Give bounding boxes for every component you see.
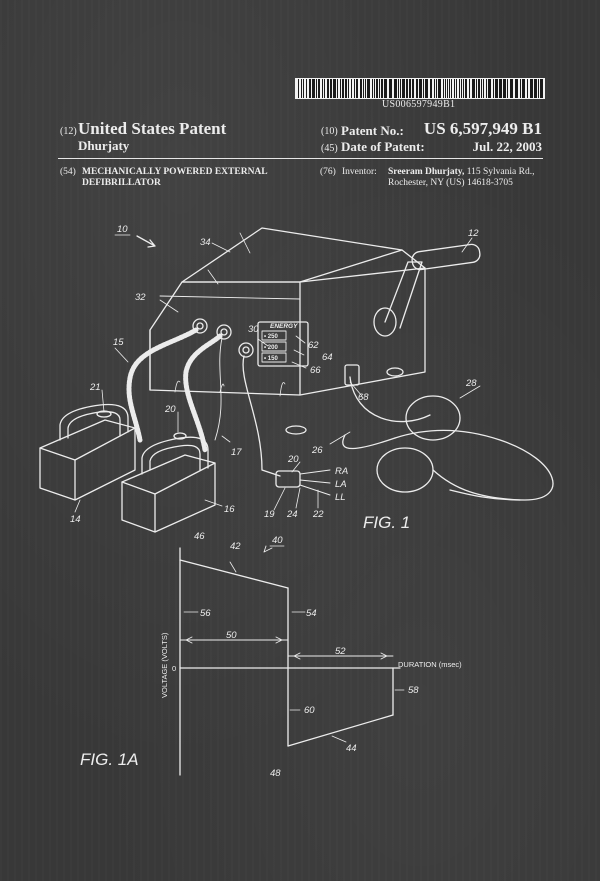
ref-24: 24 <box>286 509 298 520</box>
ref-60: 60 <box>304 705 315 716</box>
ref-32: 32 <box>135 292 146 303</box>
title-line-1: MECHANICALLY POWERED EXTERNAL <box>82 167 268 177</box>
energy-panel <box>257 321 309 367</box>
ref-54: 54 <box>306 608 317 619</box>
headset <box>342 376 554 501</box>
lead-ra: RA <box>335 466 348 477</box>
paddle-right <box>121 432 216 533</box>
ref-52: 52 <box>335 646 346 657</box>
ecg-lead-cable <box>242 355 281 477</box>
inventor-code: (76) <box>320 167 336 177</box>
inventor-surname: Dhurjaty <box>78 138 130 153</box>
ref-42: 42 <box>230 541 241 552</box>
inventor-address-2: Rochester, NY (US) 14618-3705 <box>388 178 513 188</box>
title-code: (54) <box>60 167 76 177</box>
inventor-info: Sreeram Dhurjaty, 115 Sylvania Rd., Roch… <box>388 167 534 189</box>
ref-12: 12 <box>468 228 479 239</box>
ref-48: 48 <box>270 768 281 779</box>
invention-title: MECHANICALLY POWERED EXTERNAL DEFIBRILLA… <box>82 167 268 189</box>
date-code: (45) <box>321 143 338 154</box>
barcode <box>295 78 545 99</box>
energy-level-200: • 200 <box>264 345 278 351</box>
patent-number: US 6,597,949 B1 <box>423 119 542 138</box>
ref-20b: 20 <box>287 454 299 465</box>
lead-ll: LL <box>335 492 346 503</box>
ref-21: 21 <box>89 382 101 393</box>
x-axis-label: DURATION (msec) <box>398 660 462 669</box>
ref-28: 28 <box>465 378 477 389</box>
date-label: Date of Patent: <box>341 139 425 154</box>
energy-level-150: • 150 <box>264 356 278 362</box>
ref-58: 58 <box>408 685 419 696</box>
ref-22: 22 <box>312 509 324 520</box>
inventor-name: Sreeram Dhurjaty, <box>388 167 465 177</box>
energy-level-250: • 250 <box>264 334 278 340</box>
doc-type: United States Patent <box>78 119 227 138</box>
ref-15: 15 <box>113 337 124 348</box>
ref-26: 26 <box>311 445 323 456</box>
ref-50: 50 <box>226 630 237 641</box>
power-switch <box>344 364 360 386</box>
ref-40: 40 <box>272 535 283 546</box>
ref-34: 34 <box>200 237 211 248</box>
ref-10: 10 <box>117 224 128 235</box>
y-axis-label: VOLTAGE (VOLTS) <box>160 632 169 698</box>
ref-17: 17 <box>231 447 242 458</box>
ref-62: 62 <box>308 340 319 351</box>
patent-date: Jul. 22, 2003 <box>472 139 542 154</box>
ref-64: 64 <box>322 352 333 363</box>
ref-14: 14 <box>70 514 81 525</box>
doc-code: (12) <box>60 126 77 137</box>
ref-20a: 20 <box>164 404 176 415</box>
paddle-left <box>39 403 136 501</box>
axis-zero: 0 <box>172 664 176 673</box>
ecg-lead-splitter <box>275 470 301 488</box>
fig1-caption: FIG. 1 <box>363 513 410 532</box>
waveform-chart <box>179 545 405 776</box>
defibrillator-device <box>149 227 481 435</box>
ref-68: 68 <box>358 392 369 403</box>
ref-19: 19 <box>264 509 275 520</box>
header-rule <box>58 158 543 159</box>
hand-crank <box>373 243 481 337</box>
inventor-address-1: 115 Sylvania Rd., <box>466 167 535 177</box>
ref-16: 16 <box>224 504 235 515</box>
barcode-number: US006597949B1 <box>382 99 456 110</box>
energy-title: ENERGY <box>270 323 298 330</box>
patent-no-code: (10) <box>321 126 338 137</box>
ref-46: 46 <box>194 531 205 542</box>
patent-no-label: Patent No.: <box>341 123 404 138</box>
ref-66: 66 <box>310 365 321 376</box>
fig1a-caption: FIG. 1A <box>80 750 139 769</box>
ref-44: 44 <box>346 743 357 754</box>
coiled-cables <box>126 327 223 453</box>
inventor-label: Inventor: <box>342 167 377 177</box>
title-line-2: DEFIBRILLATOR <box>82 178 161 188</box>
lead-la: LA <box>335 479 347 490</box>
ref-56: 56 <box>200 608 211 619</box>
ref-30: 30 <box>248 324 259 335</box>
